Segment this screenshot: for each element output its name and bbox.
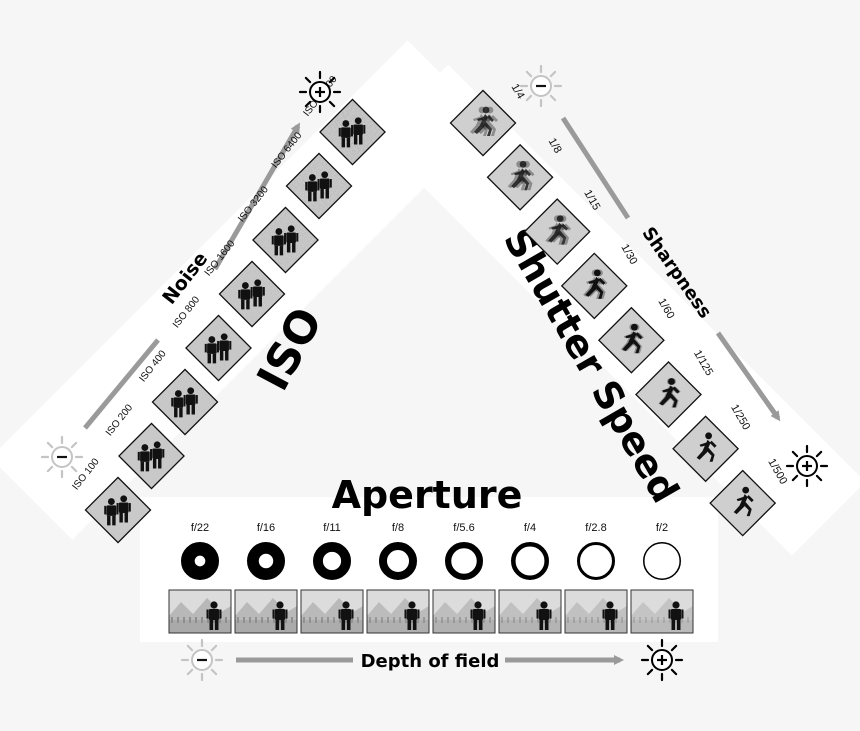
aperture-frames: f/22 f/16 f/11 f/8 f/5.6 f/4 f/2.8 f/2	[168, 522, 694, 634]
sun-icons	[40, 64, 829, 682]
aperture-value-label: f/16	[257, 522, 275, 534]
aperture-value-label: f/5.6	[453, 522, 474, 534]
iso-frame	[185, 314, 252, 382]
dof-frame	[564, 589, 628, 634]
iso-frame	[252, 206, 319, 274]
dof-frame	[630, 589, 694, 634]
aperture-ring	[180, 542, 219, 581]
dof-frame	[300, 589, 364, 634]
aperture-value-label: f/11	[323, 522, 341, 534]
aperture-value-label: f/4	[524, 522, 536, 534]
aperture-value-label: f/22	[191, 522, 209, 534]
shutter-frame	[635, 361, 702, 428]
sun-plus-icon	[640, 638, 684, 682]
shutter-frame	[486, 143, 554, 211]
aperture-effect-label: Depth of field	[361, 651, 500, 672]
aperture-ring	[445, 542, 484, 581]
aperture-title: Aperture	[332, 473, 523, 517]
dof-frame	[498, 589, 562, 634]
iso-frame	[151, 368, 219, 436]
aperture-ring	[643, 542, 682, 581]
shutter-frame	[672, 415, 740, 483]
dof-frame	[432, 589, 496, 634]
sun-minus-icon	[519, 64, 563, 108]
noise-arrow	[83, 338, 160, 430]
sun-plus-icon	[298, 70, 342, 114]
aperture-value-label: f/2.8	[585, 522, 606, 534]
iso-frame	[218, 260, 286, 328]
shutter-frame	[597, 306, 665, 374]
dof-frame	[168, 589, 232, 634]
aperture-ring	[246, 542, 285, 581]
iso-frame	[319, 98, 386, 166]
sharpness-arrow-head	[715, 331, 781, 422]
sharpness-arrow	[560, 116, 631, 220]
shutter-frame	[449, 89, 517, 157]
shutter-frame	[560, 252, 628, 320]
sun-plus-icon	[785, 444, 829, 488]
noise-arrow-head	[212, 122, 301, 271]
aperture-ring	[577, 542, 616, 581]
aperture-ring	[313, 542, 352, 581]
aperture-ring	[378, 541, 417, 580]
aperture-value-label: f/8	[392, 522, 404, 534]
iso-frame	[118, 422, 185, 490]
iso-frame	[285, 152, 353, 220]
sun-minus-icon	[40, 435, 84, 479]
sun-minus-icon	[180, 638, 224, 682]
iso-frame	[84, 476, 152, 544]
dof-frame	[366, 589, 430, 634]
aperture-value-label: f/2	[656, 522, 668, 534]
dof-frame	[234, 589, 298, 634]
shutter-value-label: 1/8	[546, 136, 564, 155]
shutter-value-label: 1/4	[509, 82, 527, 101]
aperture-ring	[511, 542, 550, 581]
shutter-frame	[709, 469, 777, 537]
shutter-frame	[523, 198, 591, 266]
